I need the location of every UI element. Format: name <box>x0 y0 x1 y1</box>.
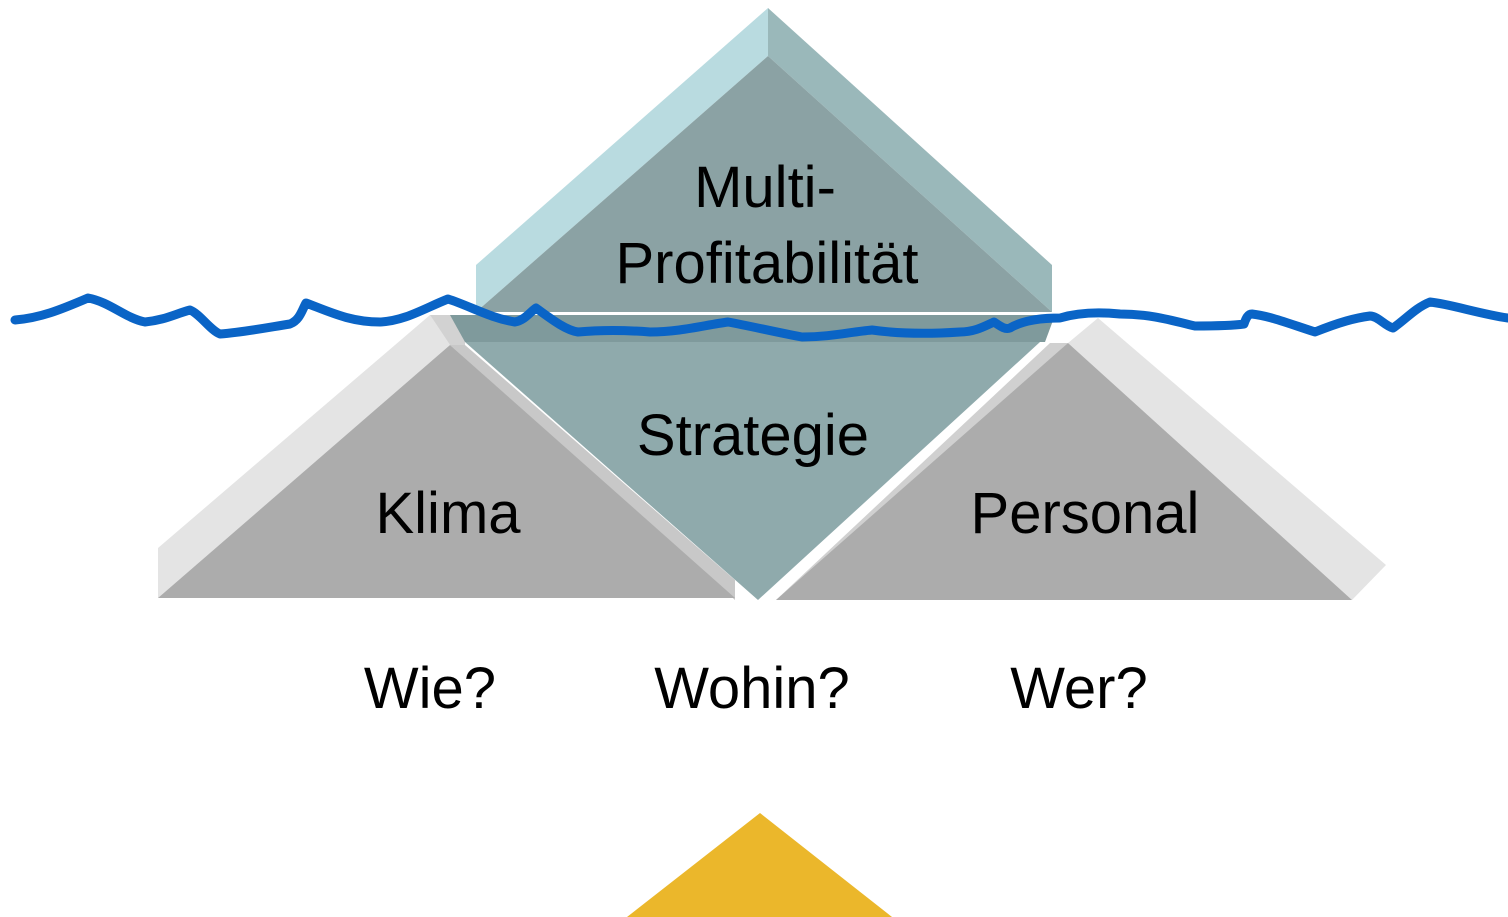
right-triangle <box>776 318 1386 600</box>
right-triangle-bevel <box>1068 318 1386 600</box>
climate-label: Klima <box>375 481 521 546</box>
center-diamond-upper <box>476 8 1052 312</box>
left-triangle-bevel <box>158 315 450 598</box>
strategy-label: Strategie <box>637 403 869 468</box>
right-triangle-face <box>776 343 1352 600</box>
question-who: Wer? <box>1010 656 1148 721</box>
top-label-line1: Multi- <box>694 155 836 220</box>
question-how: Wie? <box>364 656 496 721</box>
question-where: Wohin? <box>654 656 850 721</box>
diamond-lower-face <box>465 342 1040 600</box>
left-triangle <box>158 315 735 600</box>
left-triangle-face <box>158 345 735 598</box>
diamond-upper-face <box>476 56 1052 312</box>
top-label-line2: Profitabilität <box>615 231 918 296</box>
personnel-label: Personal <box>971 481 1200 546</box>
water-line <box>10 293 1508 342</box>
diamond-upper-left-bevel <box>476 8 768 312</box>
yellow-arrow-shape <box>627 813 892 917</box>
diamond-upper-right-bevel <box>768 8 1052 312</box>
